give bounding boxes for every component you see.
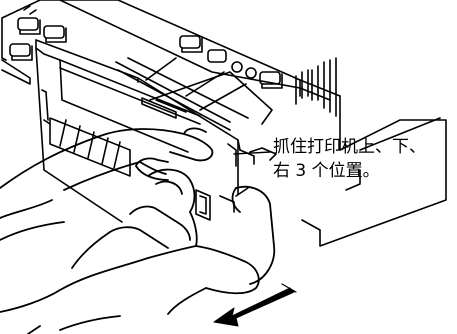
printer-grille	[49, 117, 131, 177]
caption-line-1: 抓住打印机上、下、	[273, 137, 426, 157]
panel-buttons-left	[9, 5, 37, 61]
panel-buttons-top	[17, 17, 283, 89]
hand-icon-left	[0, 127, 214, 241]
device-housing	[1, 0, 447, 247]
direction-arrow-icon	[213, 283, 297, 327]
caption-line-2: 右 3 个位置。	[273, 161, 380, 181]
callout-leader-line	[233, 151, 271, 155]
printer-unit	[35, 39, 277, 223]
hand-icon-right	[0, 168, 276, 334]
